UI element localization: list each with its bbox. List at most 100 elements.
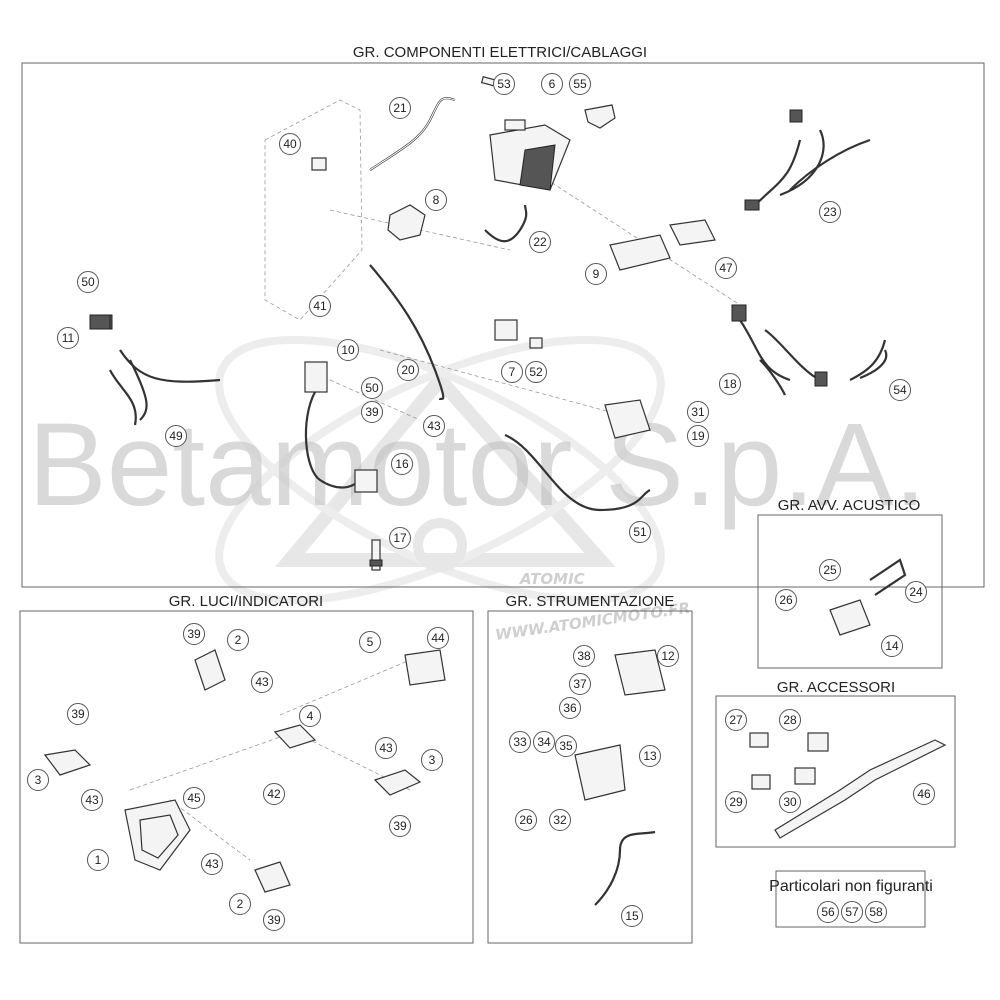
callout-lights-3-label: 3 xyxy=(429,753,436,767)
callout-electrical-18-circle xyxy=(719,373,741,395)
horn-bracket-icon xyxy=(869,558,907,596)
callout-lights-3: 3 xyxy=(421,749,443,771)
clip-28-icon xyxy=(807,732,829,752)
callout-electrical-22-label: 22 xyxy=(533,235,547,249)
callout-electrical-20: 20 xyxy=(397,359,419,381)
bracket-4-icon xyxy=(273,724,317,749)
speedo-cable-icon xyxy=(594,830,656,906)
turn-indicator-front-right-icon xyxy=(373,769,422,796)
callout-instruments-32-circle xyxy=(549,809,571,831)
wiring-harness-18-icon xyxy=(731,304,828,396)
callout-lights-2-label: 2 xyxy=(237,897,244,911)
callout-electrical-40-circle xyxy=(279,133,301,155)
callout-electrical-50-label: 50 xyxy=(81,275,95,289)
callout-accessories-46: 46 xyxy=(913,783,935,805)
callout-lights-43-label: 43 xyxy=(205,857,219,871)
callout-horn-24-label: 24 xyxy=(909,585,923,599)
callout-electrical-16: 16 xyxy=(391,453,413,475)
callout-electrical-20-label: 20 xyxy=(401,363,415,377)
callout-horn-25-label: 25 xyxy=(823,563,837,577)
callout-lights-39-circle xyxy=(263,909,285,931)
callout-horn-26: 26 xyxy=(775,589,797,611)
callout-electrical-20-circle xyxy=(397,359,419,381)
group-title-accessories: GR. ACCESSORI xyxy=(777,679,895,696)
callout-lights-39-label: 39 xyxy=(71,707,85,721)
callout-lights-39-label: 39 xyxy=(267,913,281,927)
lights-frame xyxy=(19,610,474,944)
callout-electrical-53-circle xyxy=(493,73,515,95)
callout-instruments-26-label: 26 xyxy=(519,813,533,827)
callout-electrical-39-circle xyxy=(361,401,383,423)
callout-electrical-17-circle xyxy=(389,527,411,549)
callout-lights-39: 39 xyxy=(263,909,285,931)
callout-lights-4: 4 xyxy=(299,705,321,727)
ignition-coil-icon xyxy=(304,361,378,493)
callout-electrical-54-label: 54 xyxy=(893,383,907,397)
callout-electrical-53: 53 xyxy=(493,73,515,95)
callout-electrical-53-label: 53 xyxy=(497,77,511,91)
callout-electrical-8-circle xyxy=(425,189,447,211)
callout-electrical-31-circle xyxy=(687,401,709,423)
callout-lights-5-circle xyxy=(359,631,381,653)
callout-electrical-9-circle xyxy=(585,263,607,285)
callout-electrical-50: 50 xyxy=(361,377,383,399)
callout-electrical-43-label: 43 xyxy=(427,419,441,433)
callout-lights-39-circle xyxy=(67,703,89,725)
callout-accessories-46-circle xyxy=(913,783,935,805)
turn-indicator-rear-top-icon xyxy=(194,649,226,691)
callout-electrical-18-label: 18 xyxy=(723,377,737,391)
callout-instruments-15: 15 xyxy=(621,905,643,927)
callout-horn-14-label: 14 xyxy=(885,639,899,653)
callout-horn-24-circle xyxy=(905,581,927,603)
callout-electrical-47-circle xyxy=(715,257,737,279)
watermark-brand: Betamotor S.p.A. xyxy=(28,399,927,531)
battery-cable-21-icon xyxy=(369,97,456,171)
callout-lights-4-label: 4 xyxy=(307,709,314,723)
callout-instruments-32-label: 32 xyxy=(553,813,567,827)
callout-lights-39-label: 39 xyxy=(187,627,201,641)
callout-instruments-34: 34 xyxy=(533,731,555,753)
callout-instruments-36: 36 xyxy=(559,697,581,719)
note-title: Particolari non figuranti xyxy=(769,878,933,895)
callout-electrical-22: 22 xyxy=(529,231,551,253)
callout-electrical-49-label: 49 xyxy=(169,429,183,443)
callout-electrical-54-circle xyxy=(889,379,911,401)
callout-accessories-29-label: 29 xyxy=(729,795,743,809)
note-part-57: 57 xyxy=(841,901,863,923)
callout-electrical-10: 10 xyxy=(337,339,359,361)
spark-plug-icon xyxy=(369,539,383,571)
callout-electrical-10-circle xyxy=(337,339,359,361)
watermark-logo: ATOMIC xyxy=(519,570,585,588)
callout-electrical-47: 47 xyxy=(715,257,737,279)
callout-electrical-7-label: 7 xyxy=(509,365,516,379)
callout-accessories-30-circle xyxy=(779,791,801,813)
callout-electrical-8-label: 8 xyxy=(433,193,440,207)
callout-electrical-17-label: 17 xyxy=(393,531,407,545)
callout-electrical-6: 6 xyxy=(541,73,563,95)
callout-electrical-41: 41 xyxy=(309,295,331,317)
callout-lights-43-circle xyxy=(201,853,223,875)
callout-instruments-38-circle xyxy=(573,645,595,667)
note-part-56: 56 xyxy=(817,901,839,923)
note-part-56-circle xyxy=(817,901,839,923)
callout-accessories-27-circle xyxy=(725,709,747,731)
callout-accessories-28-label: 28 xyxy=(783,713,797,727)
callout-electrical-39: 39 xyxy=(361,401,383,423)
callout-instruments-26-circle xyxy=(515,809,537,831)
clip-27-icon xyxy=(749,732,769,748)
callout-instruments-37-label: 37 xyxy=(573,677,587,691)
callout-lights-43: 43 xyxy=(81,789,103,811)
callout-instruments-38-label: 38 xyxy=(577,649,591,663)
callout-lights-2: 2 xyxy=(227,629,249,651)
callout-electrical-49-circle xyxy=(165,425,187,447)
callout-lights-39: 39 xyxy=(183,623,205,645)
callout-lights-3-circle xyxy=(421,749,443,771)
relay-icon xyxy=(387,204,426,241)
instruments-frame xyxy=(487,610,693,944)
callout-electrical-50: 50 xyxy=(77,271,99,293)
callout-electrical-41-circle xyxy=(309,295,331,317)
callout-electrical-11-circle xyxy=(57,327,79,349)
fuse-holder-40-icon xyxy=(311,157,327,171)
callout-lights-39: 39 xyxy=(389,815,411,837)
